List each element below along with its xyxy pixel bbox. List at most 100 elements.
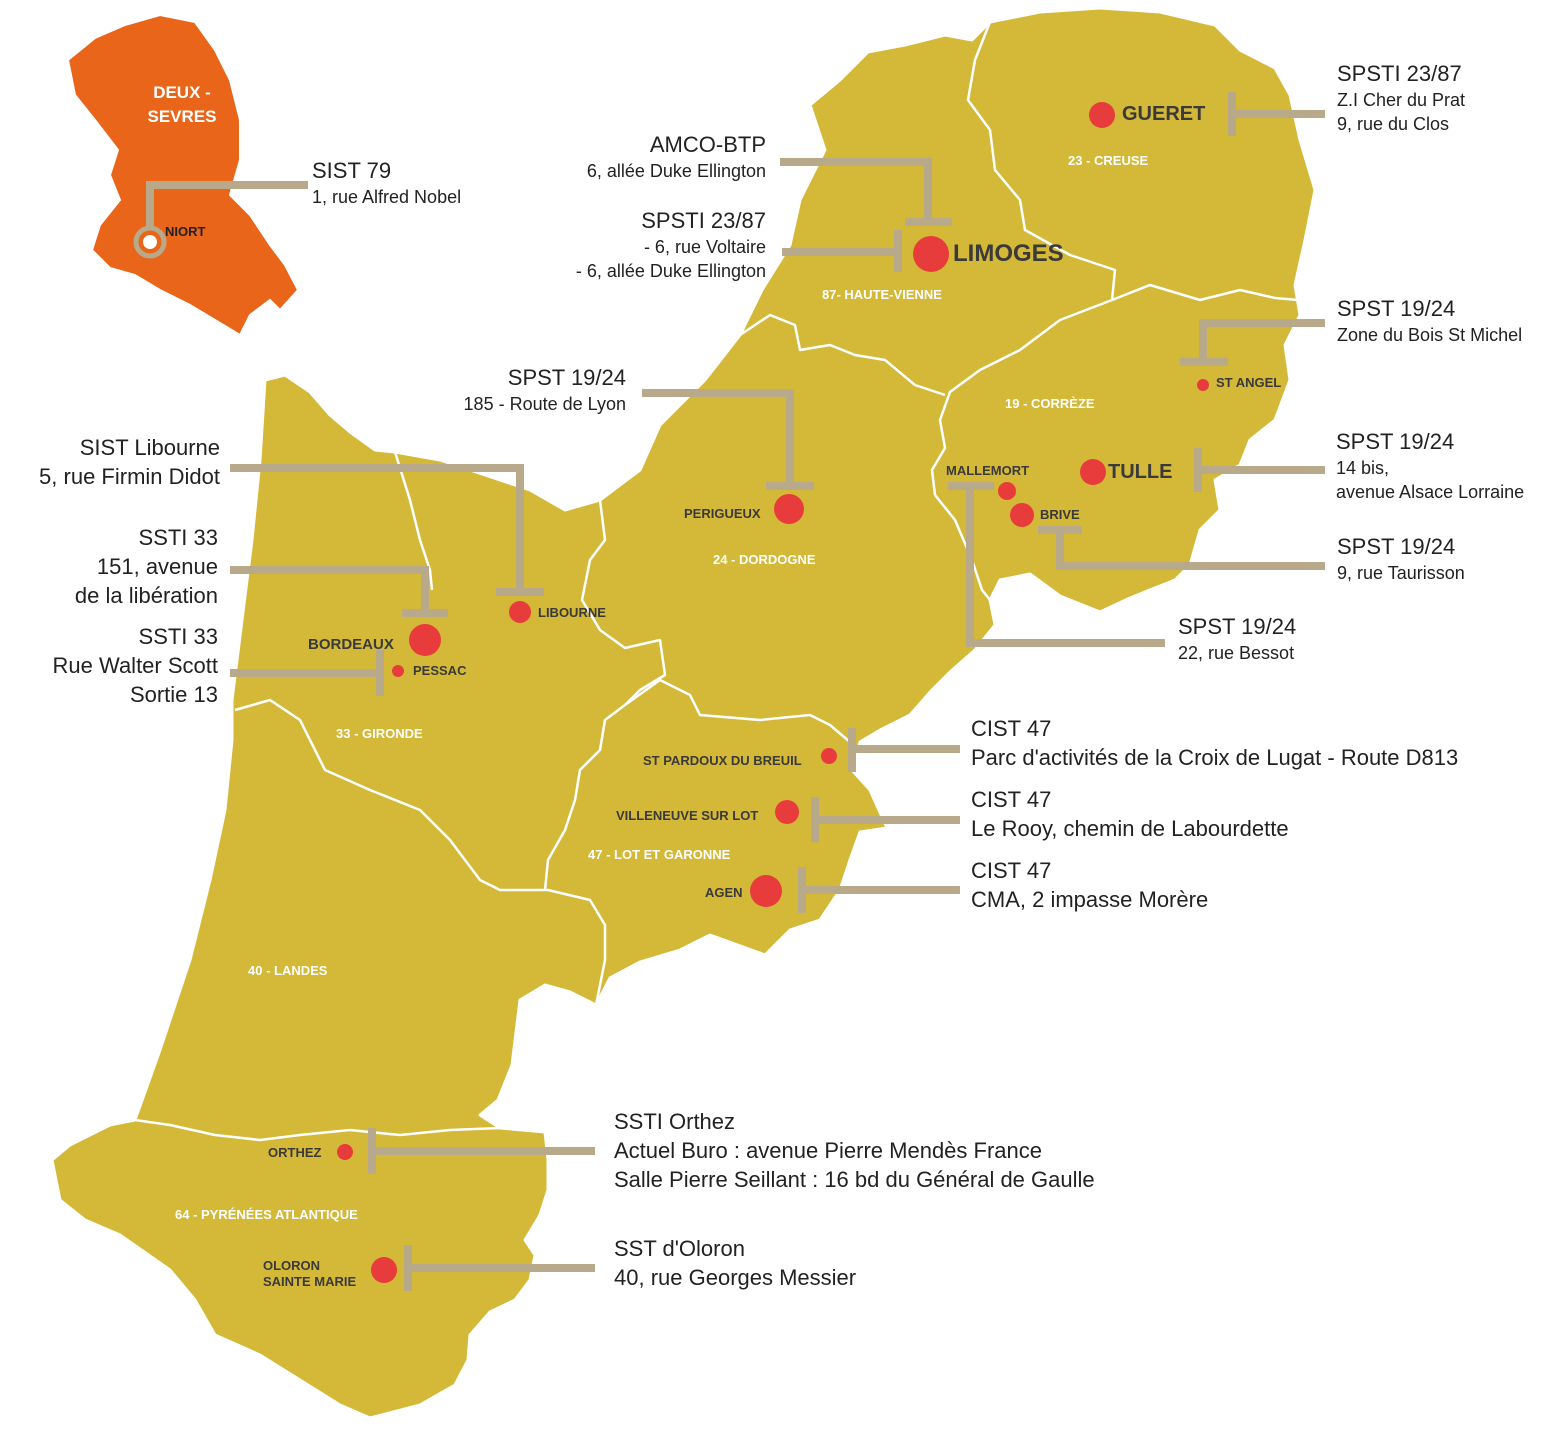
spsti-limoges-name: SPSTI 23/87 [641,208,766,233]
leader-sst-oloron [404,1245,595,1291]
bordeaux-marker [409,624,441,656]
cist-villeneuve-line-2: Le Rooy, chemin de Labourdette [971,816,1289,841]
annotation-cist-agen: CIST 47 CMA, 2 impasse Morère [971,856,1208,914]
leader-ssti-orthez [368,1128,595,1174]
spst-tulle-name: SPST 19/24 [1336,429,1455,454]
annotation-spst-perigueux: SPST 19/24 185 - Route de Lyon [464,364,626,416]
limoges-marker [913,236,949,272]
amco-name: AMCO-BTP [649,132,766,157]
city-orthez: ORTHEZ [268,1145,322,1160]
annotation-ssti33-pessac: SSTI 33 Rue Walter Scott Sortie 13 [53,622,218,709]
ssti33-bordeaux-line-2: 151, avenue [96,554,218,579]
spsti-gueret-address-2: 9, rue du Clos [1337,114,1450,134]
dept-creuse: 23 - CREUSE [1068,153,1149,168]
niort-label: NIORT [165,224,206,239]
cist-agen-line-1: CIST 47 [971,858,1052,883]
border-gironde-dordogne [543,499,667,891]
city-tulle: TULLE [1108,461,1172,483]
city-pessac: PESSAC [413,663,467,678]
annotation-sst-oloron: SST d'Oloron 40, rue Georges Messier [614,1234,856,1292]
mallemort-marker [998,482,1016,500]
annotation-spst-mallemort: SPST 19/24 22, rue Bessot [1178,613,1296,665]
dept-lot-et-garonne: 47 - LOT ET GARONNE [588,847,731,862]
leader-spst-stangel [1180,319,1325,366]
annotation-cist-villeneuve: CIST 47 Le Rooy, chemin de Labourdette [971,785,1289,843]
spsti-gueret-name: SPSTI 23/87 [1337,61,1462,86]
annotation-sist79: SIST 79 1, rue Alfred Nobel [312,157,461,209]
city-limoges: LIMOGES [953,240,1064,267]
spsti-limoges-address-2: - 6, allée Duke Ellington [575,261,766,281]
brive-marker [1010,503,1034,527]
annotation-ssti33-bordeaux: SSTI 33 151, avenue de la libération [75,523,218,610]
leader-spst-brive [1038,526,1325,570]
cist-villeneuve-line-1: CIST 47 [971,787,1052,812]
agen-marker [750,875,782,907]
sst-oloron-line-2: 40, rue Georges Messier [614,1265,857,1290]
cist-stpardoux-line-2: Parc d'activités de la Croix de Lugat - … [971,745,1459,770]
annotation-cist-stpardoux: CIST 47 Parc d'activités de la Croix de … [971,714,1458,772]
sist79-name: SIST 79 [312,158,392,183]
annotation-amco: AMCO-BTP 6, allée Duke Ellington [587,131,766,183]
annotation-spsti-limoges: SPSTI 23/87 - 6, rue Voltaire - 6, allée… [576,207,766,283]
inset-dept-line1: DEUX - [153,83,211,102]
dept-dordogne: 24 - DORDOGNE [713,552,816,567]
inset-dept-line2: SEVRES [148,107,217,126]
sist-libourne-line-1: SIST Libourne [79,435,220,460]
annotation-spst-tulle: SPST 19/24 14 bis, avenue Alsace Lorrain… [1336,428,1524,504]
spst-perigueux-address: 185 - Route de Lyon [463,394,626,414]
spst-brive-name: SPST 19/24 [1337,534,1456,559]
niort-marker [143,235,157,249]
annotation-spsti-gueret: SPSTI 23/87 Z.I Cher du Prat 9, rue du C… [1337,60,1465,136]
ssti-orthez-line-3: Salle Pierre Seillant : 16 bd du Général… [614,1167,1095,1192]
leader-sist-libourne [230,464,544,596]
ssti-orthez-line-1: SSTI Orthez [614,1109,736,1134]
spst-stangel-address: Zone du Bois St Michel [1337,325,1523,345]
border-estuary [393,451,434,591]
st-pardoux-marker [821,748,837,764]
spst-stangel-name: SPST 19/24 [1337,296,1456,321]
sst-oloron-line-1: SST d'Oloron [614,1236,745,1261]
ssti33-bordeaux-line-1: SSTI 33 [138,525,218,550]
spst-tulle-address-1: 14 bis, [1336,458,1390,478]
leader-sist79 [146,181,308,230]
spst-tulle-address-2: avenue Alsace Lorraine [1336,482,1525,502]
deux-sevres-shape [66,13,300,337]
ssti33-pessac-line-1: SSTI 33 [138,624,218,649]
cist-stpardoux-line-1: CIST 47 [971,716,1052,741]
leader-cist-villeneuve [811,797,960,842]
villeneuve-marker [775,800,799,824]
city-st-pardoux: ST PARDOUX DU BREUIL [643,753,802,768]
city-bordeaux: BORDEAUX [308,636,394,653]
spsti-limoges-address-1: - 6, rue Voltaire [643,237,766,257]
gueret-marker [1089,102,1115,128]
st-angel-marker [1197,379,1209,391]
libourne-marker [509,601,531,623]
border-dordogne-lotgaronne [624,678,851,743]
dept-pyrenees: 64 - PYRÉNÉES ATLANTIQUE [175,1207,358,1222]
sist-libourne-line-2: 5, rue Firmin Didot [39,464,220,489]
ssti-orthez-line-2: Actuel Buro : avenue Pierre Mendès Franc… [614,1138,1043,1163]
ssti33-bordeaux-line-3: de la libération [74,583,218,608]
leader-spst-mallemort [948,482,1165,647]
leader-amco [780,158,952,226]
leader-cist-stpardoux [848,728,960,772]
dept-landes: 40 - LANDES [248,963,328,978]
oloron-marker [371,1257,397,1283]
spst-mallemort-address: 22, rue Bessot [1178,643,1295,663]
ssti33-pessac-line-2: Rue Walter Scott [52,653,218,678]
leader-spst-perigueux [642,389,814,490]
tulle-marker [1080,459,1106,485]
dept-correze: 19 - CORRÈZE [1005,396,1095,411]
ssti33-pessac-line-3: Sortie 13 [129,682,218,707]
border-hautevienne-correze [930,298,1113,496]
border-creuse-hautevienne [966,21,1117,301]
leader-spsti-limoges [782,230,902,272]
city-mallemort: MALLEMORT [946,463,1029,478]
city-oloron-line1: OLORON [263,1258,320,1273]
amco-address: 6, allée Duke Ellington [586,161,766,181]
city-villeneuve: VILLENEUVE SUR LOT [616,808,758,823]
city-agen: AGEN [705,885,743,900]
perigueux-marker [774,494,804,524]
spst-perigueux-name: SPST 19/24 [507,365,626,390]
